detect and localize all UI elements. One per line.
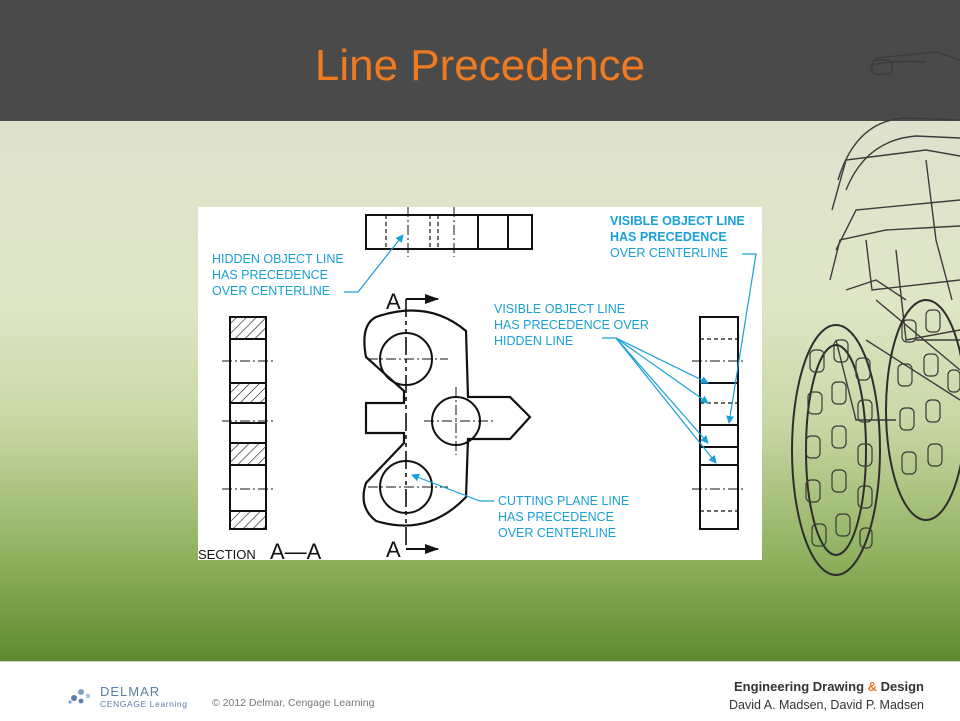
section-view (222, 316, 274, 530)
hidden-callout-line2: HAS PRECEDENCE (212, 268, 328, 282)
cutting-callout-line3: OVER CENTERLINE (498, 526, 616, 540)
callout-leaders (344, 234, 757, 502)
copyright: © 2012 Delmar, Cengage Learning (212, 697, 375, 709)
visible-center-callout-line2: HAS PRECEDENCE (610, 230, 727, 244)
book-title-b: Design (877, 679, 924, 694)
book-title-a: Engineering Drawing (734, 679, 868, 694)
delmar-logo-icon (68, 689, 91, 704)
book-title-amp: & (867, 679, 878, 694)
visible-hidden-callout-line2: HAS PRECEDENCE OVER (494, 318, 649, 332)
visible-hidden-callout-line1: VISIBLE OBJECT LINE (494, 302, 625, 316)
visible-center-callout-line3: OVER CENTERLINE (610, 246, 728, 260)
footer: DELMAR CENGAGE Learning © 2012 Delmar, C… (0, 661, 960, 721)
visible-center-callout-line1: VISIBLE OBJECT LINE (610, 214, 745, 228)
side-view (692, 316, 746, 530)
cut-label-bottom: A (386, 537, 401, 560)
section-word: SECTION (198, 547, 256, 560)
hidden-callout-line1: HIDDEN OBJECT LINE (212, 252, 344, 266)
title-bar: Line Precedence (0, 0, 960, 121)
top-view (365, 207, 533, 257)
cutting-callout-line1: CUTTING PLANE LINE (498, 494, 629, 508)
brand-name: DELMAR (100, 684, 161, 699)
slide-title: Line Precedence (314, 41, 646, 90)
cut-label-top: A (386, 289, 401, 314)
authors: David A. Madsen, David P. Madsen (728, 698, 924, 712)
brand-subtitle: CENGAGE Learning (100, 699, 188, 709)
line-precedence-diagram: HIDDEN OBJECT LINE HAS PRECEDENCE OVER C… (198, 207, 762, 564)
book-title: Engineering Drawing & Design (734, 679, 924, 694)
front-view (362, 294, 532, 554)
atv-illustration (791, 51, 960, 576)
section-letters: A—A (270, 539, 322, 560)
cutting-callout-line2: HAS PRECEDENCE (498, 510, 614, 524)
visible-hidden-callout-line3: HIDDEN LINE (494, 334, 573, 348)
hidden-callout-line3: OVER CENTERLINE (212, 284, 330, 298)
